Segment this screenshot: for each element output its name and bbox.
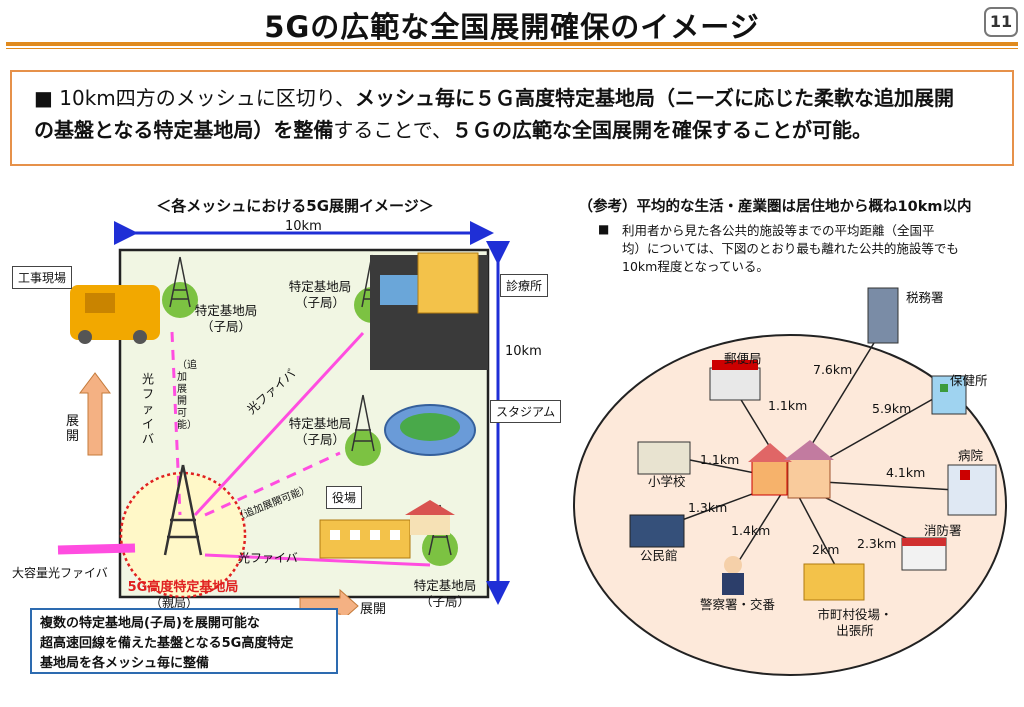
parent-station-sub-label: （親局） [150,596,199,610]
expand-vertical-label: 展開 [66,414,80,444]
child-station-label-4: 特定基地局 （子局） [413,578,477,609]
stadium-picture [384,404,476,456]
note-line-3: 基地局を各メッシュ毎に整備 [40,656,210,671]
summary-bullet: ■ [34,86,53,110]
police-icon [722,556,744,595]
distance-police: 1.4km [731,523,771,538]
summary-text-1: 10km四方のメッシュに区切り、 [59,86,355,110]
tax-office-icon [867,287,899,344]
fiber-label-3: 光ファイバ [238,551,298,565]
facility-name-health-center: 保健所 [950,373,988,388]
summary-text-2: メッシュ毎に５Ｇ高度特定基地局（ニーズに応じた柔軟な追加展開 [354,86,954,110]
facility-name-hospital: 病院 [958,448,984,463]
clinic-label: 診療所 [500,274,549,297]
child-station-label-3: 特定基地局 （子局） [288,416,352,447]
city-hall-picture [319,500,455,559]
page-number: 11 [984,7,1018,37]
distance-city-hall: 2km [812,542,840,557]
facility-name-police: 警察署・交番 [700,597,776,612]
post-office-icon [709,360,761,401]
summary-text-4: することで、 [333,118,453,142]
child-station-label-1: 特定基地局 （子局） [194,303,258,334]
right-note-line-1: 利用者から見た各公共的施設等までの平均距離（全国平 [622,223,935,238]
distance-tax-office: 7.6km [813,362,853,377]
right-note-line-2: 均）については、下図のとおり最も離れた公共的施設等でも [622,241,959,256]
facility-name-community-hall: 公民館 [640,548,678,563]
construction-site-label: 工事現場 [12,266,73,289]
large-fiber-label: 大容量光ファイバ [12,566,108,580]
left-diagram-heading: ＜各メッシュにおける5G展開イメージ＞ [156,197,434,215]
child-station-label-2: 特定基地局 （子局） [288,279,352,310]
facility-name-fire-station: 消防署 [924,523,962,538]
summary-box: ■ 10km四方のメッシュに区切り、メッシュ毎に５Ｇ高度特定基地局（ニーズに応じ… [10,70,1014,166]
living-area-ellipse [573,334,1007,676]
height-label: 10km [505,344,542,359]
hospital-icon [947,464,997,516]
construction-site-picture [70,285,160,344]
city-hall-label: 役場 [326,486,363,509]
residence-icon [748,440,834,499]
note-line-1: 複数の特定基地局(子局)を展開可能な [40,616,260,631]
summary-text-5: ５Ｇの広範な全国展開を確保することが可能。 [452,118,873,142]
page-title: 5Gの広範な全国展開確保のイメージ [264,10,760,44]
width-label: 10km [285,219,322,234]
distance-elementary-school: 1.1km [700,452,740,467]
distance-fire-station: 2.3km [857,536,897,551]
city-hall-icon [803,563,865,601]
summary-text-3: の基盤となる特定基地局）を整備 [34,118,334,142]
distance-health-center: 5.9km [872,401,912,416]
right-diagram-heading: （参考）平均的な生活・産業圏は居住地から概ね10km以内 [578,199,972,215]
distance-community-hall: 1.3km [688,500,728,515]
right-note-line-3: 10km程度となっている。 [622,259,769,274]
community-hall-icon [629,514,685,548]
clinic-picture [370,252,488,370]
distance-hospital: 4.1km [886,465,926,480]
facility-distance-diagram [573,287,1007,676]
facility-name-elementary-school: 小学校 [648,474,686,489]
facility-name-city-hall: 市町村役場・ 出張所 [817,607,893,638]
facility-name-post-office: 郵便局 [724,351,762,366]
elementary-school-icon [637,441,691,475]
fiber-label-1: 光ファイバ [142,372,155,446]
note-line-2: 超高速回線を備えた基盤となる5G高度特定 [40,636,294,651]
expand-vertical-arrow [79,372,111,456]
distance-post-office: 1.1km [768,398,808,413]
title-rule-thin [6,48,1018,49]
expand-horizontal-label: 展開 [360,602,387,617]
mesh-diagram [57,221,510,615]
additional-label-1: （追加展開可能） [177,360,197,431]
facility-name-tax-office: 税務署 [906,290,944,305]
right-note: 利用者から見た各公共的施設等までの平均距離（全国平 均）については、下図のとおり… [622,222,1012,276]
parent-station-area [119,471,247,599]
parent-station-note: 複数の特定基地局(子局)を展開可能な 超高速回線を備えた基盤となる5G高度特定 … [30,608,338,674]
stadium-label: スタジアム [490,400,562,423]
parent-station-label: 5G高度特定基地局 [127,580,239,595]
health-center-icon [931,375,967,415]
right-note-bullet: ■ [598,222,610,236]
fire-station-icon [901,537,947,571]
child-area-1 [162,282,198,318]
child-area-4 [422,530,458,566]
title-rule [6,42,1018,46]
